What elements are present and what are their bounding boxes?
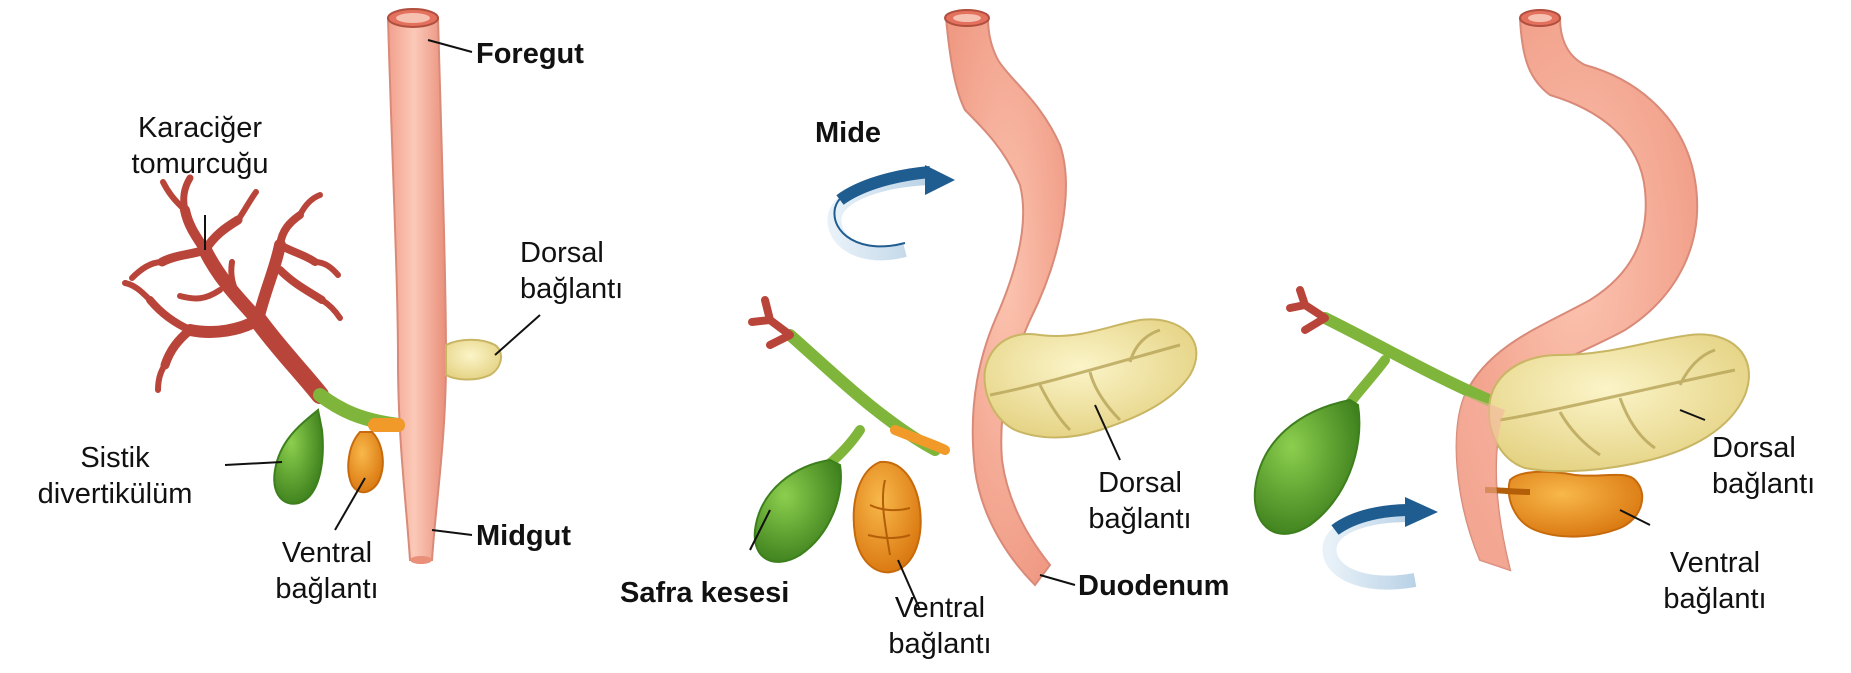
label-gallbladder: Safra kesesi	[620, 575, 789, 611]
label-ventral-3: Ventral bağlantı	[1640, 545, 1790, 617]
ventral-bud	[348, 432, 383, 492]
label-dorsal-1: Dorsal bağlantı	[520, 235, 623, 307]
label-cystic-diverticulum: Sistik divertikülüm	[5, 440, 225, 512]
gallbladder-3	[1255, 400, 1360, 534]
cystic-diverticulum	[274, 410, 323, 504]
dorsal-bud	[446, 340, 501, 380]
gut-tube	[388, 18, 446, 560]
label-dorsal-3: Dorsal bağlantı	[1712, 430, 1815, 502]
rotation-arrow-3	[1330, 497, 1438, 583]
panel-3	[1255, 10, 1749, 583]
label-midgut: Midgut	[476, 518, 571, 554]
rotation-arrow-2	[834, 165, 955, 253]
label-duodenum: Duodenum	[1078, 568, 1229, 604]
label-liver-bud: Karaciğer tomurcuğu	[105, 110, 295, 182]
ventral-pancreas-3	[1509, 472, 1642, 537]
label-foregut: Foregut	[476, 36, 584, 72]
stomach-duodenum-tube	[946, 18, 1066, 585]
label-stomach: Mide	[815, 115, 881, 151]
ventral-pancreas-2	[854, 462, 921, 572]
gallbladder-2	[755, 460, 841, 562]
label-ventral-1: Ventral bağlantı	[252, 535, 402, 607]
label-dorsal-2: Dorsal bağlantı	[1065, 465, 1215, 537]
liver-bud	[125, 178, 340, 395]
label-ventral-2: Ventral bağlantı	[865, 590, 1015, 662]
